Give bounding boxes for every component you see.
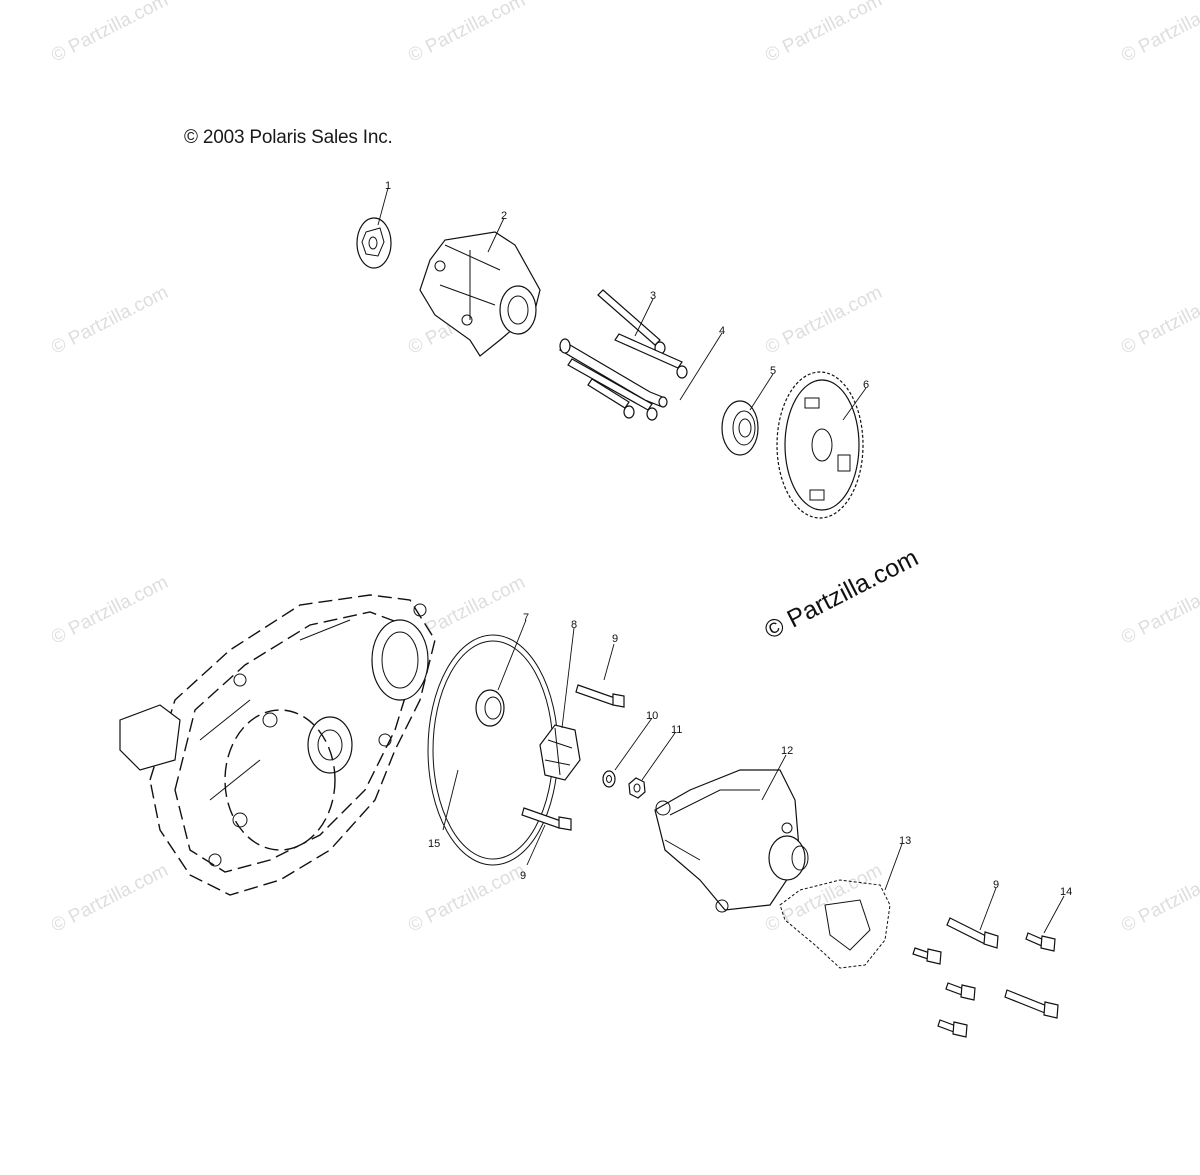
part-8-impeller (539, 724, 581, 781)
part-2-pump-housing (419, 231, 541, 357)
part-9-bolt (575, 684, 625, 708)
part-4-shaft (559, 338, 668, 408)
small-bolt (937, 1019, 968, 1038)
part-1-rotor (356, 217, 392, 269)
callout-4: 4 (719, 325, 725, 337)
callout-9: 9 (612, 633, 618, 645)
small-bolt (912, 947, 942, 965)
part-11-nut (628, 777, 646, 799)
callout-10: 10 (646, 710, 658, 722)
part-14-bolt (1025, 932, 1056, 952)
part-7-water-pump-seal (427, 634, 559, 866)
callout-15: 15 (428, 838, 440, 850)
small-bolt (945, 982, 976, 1001)
part-13-gasket (779, 879, 891, 969)
callout-1: 1 (385, 180, 391, 192)
callout-5: 5 (770, 365, 776, 377)
callout-14: 14 (1060, 886, 1072, 898)
part-3-bolts (567, 289, 688, 421)
callout-8: 8 (571, 619, 577, 631)
callout-6: 6 (863, 379, 869, 391)
callout-3: 3 (650, 290, 656, 302)
part-9-bolt (946, 917, 999, 949)
part-9-bolt (521, 807, 572, 831)
callout-11: 11 (671, 724, 682, 736)
engine-crankcase (119, 594, 436, 896)
part-10-washer (602, 770, 616, 788)
part-5-bearing (721, 400, 759, 456)
part-6-gear (776, 371, 864, 519)
part-12-pump-cover (654, 769, 809, 913)
callout-7: 7 (523, 612, 529, 624)
callout-13: 13 (899, 835, 911, 847)
callout-9: 9 (993, 879, 999, 891)
small-bolt (1004, 989, 1059, 1019)
callout-9: 9 (520, 870, 526, 882)
copyright-text: © 2003 Polaris Sales Inc. (184, 127, 393, 148)
callout-12: 12 (781, 745, 793, 757)
callout-2: 2 (501, 210, 507, 222)
